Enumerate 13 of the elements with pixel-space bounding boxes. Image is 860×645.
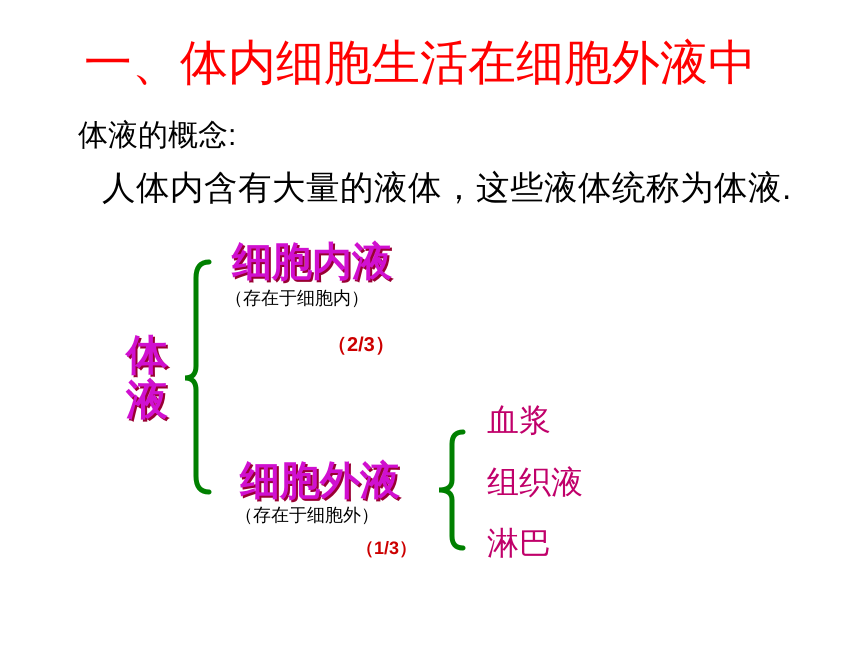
subcategory-label: 组织液 (487, 463, 583, 502)
fraction-label: （1/3） (356, 538, 418, 560)
location-note: （存在于细胞内） (225, 288, 369, 310)
section-heading: 体液的概念: (78, 118, 236, 154)
subcategory-label: 血浆 (487, 401, 551, 440)
fraction-label: （2/3） (327, 333, 395, 357)
subcategory-label: 淋巴 (487, 524, 551, 562)
category-label: 体液 (124, 332, 169, 422)
category-label: 细胞内液 (232, 239, 392, 286)
location-note: （存在于细胞外） (235, 505, 379, 527)
definition-text: 人体内含有大量的液体，这些液体统称为体液. (102, 169, 792, 209)
category-label: 细胞外液 (240, 458, 400, 505)
slide-title: 一、体内细胞生活在细胞外液中 (84, 36, 756, 92)
